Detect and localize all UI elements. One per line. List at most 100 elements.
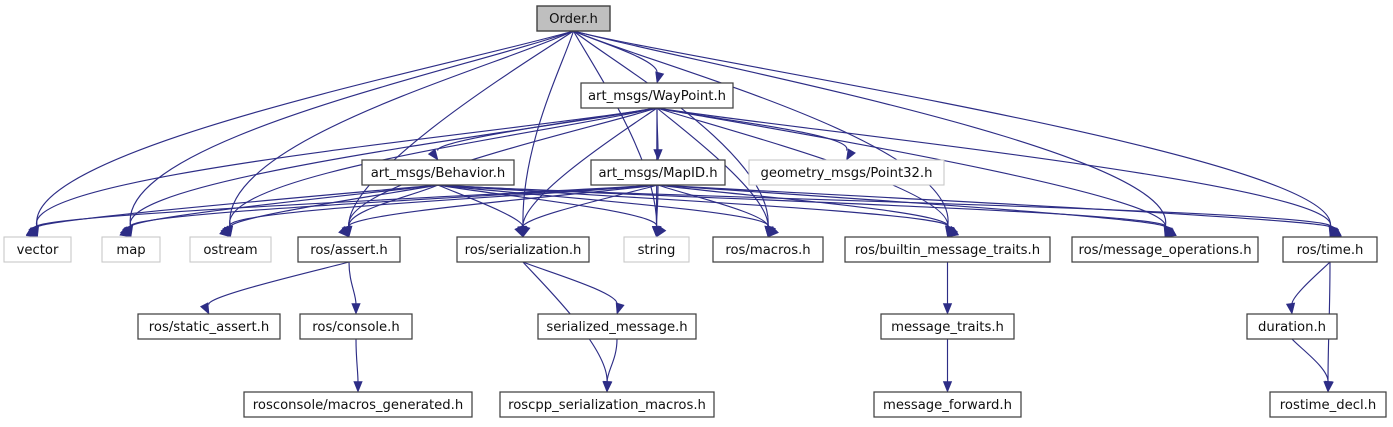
edge-mapid-to-assert [348,184,659,229]
node-rostimedecl[interactable]: rostime_decl.h [1269,391,1387,418]
arrowhead-mapid-to-map [119,227,132,238]
edge-mapid-to-macros [657,184,769,228]
node-box-vector[interactable] [3,236,72,263]
node-box-string[interactable] [623,236,690,263]
node-order[interactable]: Order.h [536,5,611,32]
node-rosconsolemg[interactable]: rosconsole/macros_generated.h [243,391,473,418]
node-layer: Order.h art_msgs/WayPoint.h art_msgs/Behav… [3,5,1387,418]
node-label-msgtraits: message_traits.h [891,320,1004,335]
node-label-duration: duration.h [1258,320,1326,335]
edge-waypoint-to-serialization [522,107,658,228]
arrowhead-mapid-to-serialization [514,225,524,238]
node-box-msgtraits[interactable] [880,313,1015,340]
arrowhead-msgtraits-to-msgforward [942,381,953,393]
edge-waypoint-to-time [656,107,1331,228]
edge-mapid-to-ostream [229,184,659,228]
arrowhead-waypoint-to-point32 [846,148,856,161]
edge-order-to-builtin [573,30,949,228]
node-label-rostimedecl: rostime_decl.h [1280,398,1376,413]
node-console[interactable]: ros/console.h [299,313,413,340]
node-box-order[interactable] [536,5,611,32]
edge-order-to-vector [36,30,574,228]
node-macros[interactable]: ros/macros.h [712,236,824,263]
node-label-msgops: ros/message_operations.h [1078,243,1251,258]
edge-waypoint-to-ostream [229,107,658,228]
arrowhead-duration-to-rostimedecl [1324,380,1334,393]
arrowhead-serializedmsg-to-roscppser [602,381,612,393]
edge-behavior-to-assert [348,184,439,228]
edge-mapid-to-msgops [657,184,1166,229]
node-roscppser[interactable]: roscpp_serialization_macros.h [499,391,715,418]
node-assert[interactable]: ros/assert.h [297,236,401,263]
node-box-roscppser[interactable] [499,391,715,418]
edge-order-to-ostream [229,30,574,228]
arrowhead-mapid-to-assert [338,226,350,238]
node-label-serialization: ros/serialization.h [465,243,582,258]
node-waypoint[interactable]: art_msgs/WayPoint.h [580,82,734,109]
edge-serializedmsg-to-roscppser [606,338,618,383]
node-label-map: map [116,243,145,258]
node-box-serialization[interactable] [456,236,590,263]
node-msgops[interactable]: ros/message_operations.h [1071,236,1259,263]
node-time[interactable]: ros/time.h [1282,236,1378,263]
node-vector[interactable]: vector [3,236,72,263]
node-box-ostream[interactable] [189,236,272,263]
edge-order-to-msgops [573,30,1166,228]
node-box-msgops[interactable] [1071,236,1259,263]
node-box-serializedmsg[interactable] [537,313,697,340]
edge-behavior-to-serialization [437,184,524,228]
node-box-macros[interactable] [712,236,824,263]
node-label-macros: ros/macros.h [725,243,810,258]
arrowhead-waypoint-to-behavior [427,148,439,161]
arrowhead-time-to-duration [1285,302,1296,315]
node-label-waypoint: art_msgs/WayPoint.h [588,89,726,104]
node-map[interactable]: map [101,236,161,263]
node-label-time: ros/time.h [1297,243,1364,258]
edge-duration-to-rostimedecl [1291,338,1329,383]
node-staticassert[interactable]: ros/static_assert.h [137,313,281,340]
node-ostream[interactable]: ostream [189,236,272,263]
edge-mapid-to-string [655,184,659,228]
edge-waypoint-to-assert [348,107,658,228]
node-label-rosconsolemg: rosconsole/macros_generated.h [253,398,463,413]
node-mapid[interactable]: art_msgs/MapID.h [590,159,726,186]
node-box-time[interactable] [1282,236,1378,263]
node-box-duration[interactable] [1246,313,1338,340]
edge-mapid-to-time [657,184,1331,229]
node-box-staticassert[interactable] [137,313,281,340]
node-box-console[interactable] [299,313,413,340]
node-box-assert[interactable] [297,236,401,263]
node-label-serializedmsg: serialized_message.h [546,320,687,335]
node-box-point32[interactable] [748,159,945,186]
node-box-builtin[interactable] [844,236,1051,263]
arrowhead-console-to-rosconsolemg [353,381,363,393]
arrowhead-builtin-to-msgtraits [942,303,953,315]
node-point32[interactable]: geometry_msgs/Point32.h [748,159,945,186]
node-box-rosconsolemg[interactable] [243,391,473,418]
edge-order-to-map [129,30,574,228]
node-label-order: Order.h [549,12,598,27]
node-msgforward[interactable]: message_forward.h [873,391,1022,418]
node-label-builtin: ros/builtin_message_traits.h [855,243,1040,258]
node-string[interactable]: string [623,236,690,263]
node-serialization[interactable]: ros/serialization.h [456,236,590,263]
edge-serialization-to-serializedmsg [522,261,618,305]
node-label-string: string [638,243,676,258]
node-builtin[interactable]: ros/builtin_message_traits.h [844,236,1051,263]
node-serializedmsg[interactable]: serialized_message.h [537,313,697,340]
node-msgtraits[interactable]: message_traits.h [880,313,1015,340]
node-box-waypoint[interactable] [580,82,734,109]
arrowhead-mapid-to-vector [25,227,39,238]
node-box-map[interactable] [101,236,161,263]
node-duration[interactable]: duration.h [1246,313,1338,340]
arrowhead-mapid-to-builtin [946,225,959,238]
arrowhead-mapid-to-ostream [219,226,232,238]
node-box-behavior[interactable] [361,159,515,186]
arrowhead-mapid-to-macros [767,225,776,238]
node-box-msgforward[interactable] [873,391,1022,418]
node-label-behavior: art_msgs/Behavior.h [371,166,506,181]
node-behavior[interactable]: art_msgs/Behavior.h [361,159,515,186]
node-box-rostimedecl[interactable] [1269,391,1387,418]
node-box-mapid[interactable] [590,159,726,186]
